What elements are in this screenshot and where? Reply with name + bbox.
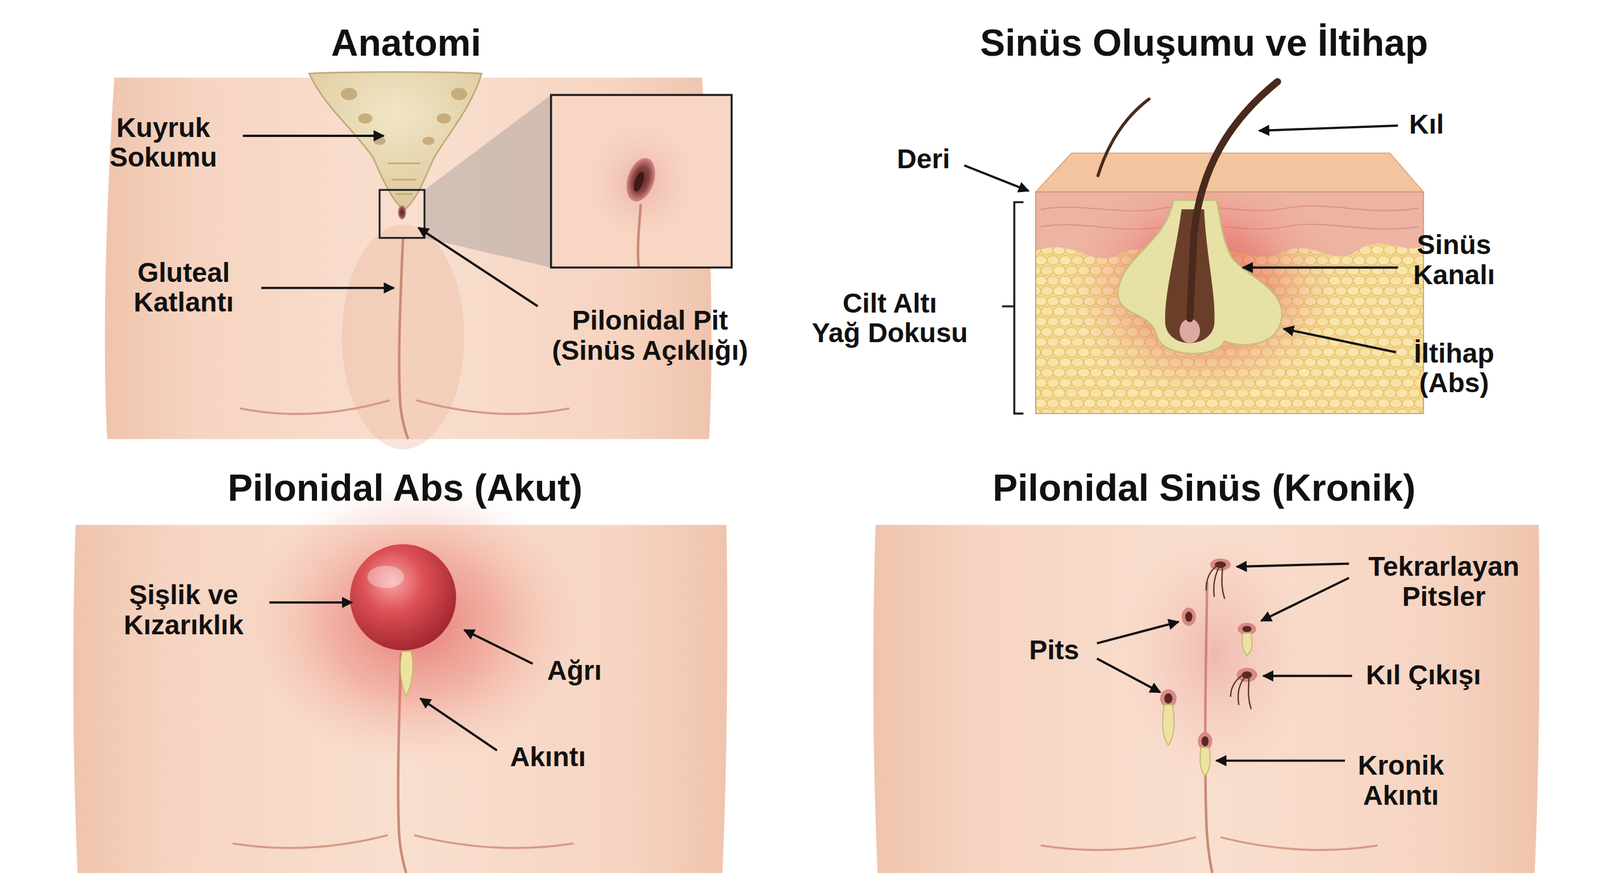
zoom-projection: [424, 94, 552, 268]
ellipse-shape: [357, 113, 373, 124]
ellipse-shape: [1242, 625, 1252, 632]
abscess-highlight: [367, 565, 405, 589]
callout-label: Cilt Altı Yağ Dokusu: [807, 288, 973, 349]
block-outline: [1035, 192, 1424, 414]
leader-lines: [269, 602, 533, 750]
tissue-block: [1035, 192, 1424, 414]
callout-label: Akıntı: [510, 742, 586, 773]
path-shape: [1263, 674, 1352, 677]
path-shape: [1259, 125, 1398, 131]
ellipse-shape: [340, 87, 358, 100]
panel-heading: Anatomi: [331, 22, 482, 64]
ellipse-shape: [422, 136, 436, 145]
path-shape: [1216, 759, 1345, 762]
path-shape: [269, 601, 352, 604]
callout-label: Pilonidal Pit (Sinüs Açıklığı): [536, 305, 764, 366]
gluteal-cleft: [399, 236, 409, 440]
path-shape: [1242, 632, 1253, 656]
zoom-redness: [584, 120, 698, 244]
panel-heading: Pilonidal Sinüs (Kronik): [992, 467, 1416, 509]
ellipse-shape: [1181, 607, 1197, 626]
callout-label: Ağrı: [547, 655, 602, 686]
zoom-pit: [621, 153, 661, 206]
callout-label: Kronik Akıntı: [1338, 750, 1464, 811]
callout-label: Tekrarlayan Pitsler: [1358, 551, 1529, 612]
callout-label: Pits: [1028, 635, 1079, 666]
path-shape: [964, 165, 1029, 191]
zoom-pit-inner: [631, 170, 647, 193]
mild-redness: [1122, 520, 1307, 786]
zoom-cleft: [638, 203, 641, 268]
ellipse-shape: [1201, 735, 1210, 747]
zoom-frame: [551, 94, 732, 268]
path-shape: [1200, 747, 1211, 776]
path-shape: [1222, 565, 1225, 598]
path-shape: [464, 629, 533, 664]
pus-drips: [1162, 632, 1252, 777]
panel-heading: Sinüs Oluşumu ve İltihap: [980, 22, 1428, 64]
gluteal-fold-right: [414, 835, 574, 848]
leader-lines: [1097, 563, 1353, 761]
skin-top-face: [1035, 152, 1424, 192]
surface-hair: [1097, 98, 1149, 176]
gluteal-fold-left: [232, 835, 388, 848]
callout-label: Deri: [897, 144, 950, 175]
ellipse-shape: [1164, 693, 1173, 704]
path-shape: [261, 286, 394, 290]
panel-heading: Pilonidal Abs (Akut): [227, 467, 583, 509]
acute-abscess-panel: [73, 479, 728, 873]
path-shape: [1283, 328, 1397, 352]
inflammation-glow: [1066, 192, 1343, 404]
path-shape: [1162, 704, 1174, 746]
leader-lines: [964, 125, 1398, 353]
path-shape: [420, 698, 498, 751]
path-shape: [1206, 564, 1219, 590]
pus-sac: [1117, 200, 1282, 354]
zoom-marker-box: [379, 189, 425, 238]
path-shape: [1097, 621, 1179, 644]
sinus-pits: [1160, 558, 1258, 751]
path-shape: [1261, 577, 1349, 621]
ellipse-shape: [373, 136, 386, 145]
ellipse-shape: [451, 87, 468, 100]
cross-section-panel: [964, 81, 1424, 414]
callout-label: Gluteal Katlantı: [112, 257, 255, 319]
ellipse-shape: [436, 113, 452, 124]
abscess-swelling: [350, 544, 457, 651]
path-shape: [1097, 658, 1161, 693]
path-shape: [1213, 564, 1221, 597]
path-shape: [1230, 673, 1245, 697]
gluteal-fold-right: [1220, 836, 1378, 850]
path-shape: [1248, 675, 1251, 708]
zoom-view: [551, 94, 732, 268]
gluteal-fold-right: [416, 400, 570, 414]
hair-shaft: [1189, 81, 1278, 319]
chronic-sinus-panel: [873, 520, 1540, 873]
path-shape: [1236, 563, 1350, 567]
callout-label: İltihap (Abs): [1397, 338, 1511, 399]
gluteal-fold-left: [239, 400, 390, 414]
path-shape: [1242, 266, 1398, 269]
callout-label: Kuyruk Sokumu: [92, 113, 235, 174]
callout-label: Sinüs Kanalı: [1397, 230, 1511, 291]
redness: [244, 479, 582, 766]
gluteal-fold-left: [1040, 836, 1197, 850]
small-pit: [397, 205, 406, 220]
zoom-skin: [551, 94, 732, 268]
callout-label: Şişlik ve Kızarıklık: [103, 580, 264, 641]
follicle-bulb: [1179, 318, 1200, 344]
pus-drip: [400, 651, 414, 697]
path-shape: [1238, 674, 1247, 704]
ellipse-shape: [1185, 611, 1193, 622]
skin-shade: [342, 224, 465, 449]
callout-label: Kıl: [1409, 109, 1444, 140]
callout-label: Kıl Çıkışı: [1365, 660, 1482, 691]
path-shape: [418, 227, 538, 307]
layer-bracket: [1002, 202, 1024, 414]
path-shape: [242, 134, 384, 137]
leader-lines: [242, 135, 538, 307]
